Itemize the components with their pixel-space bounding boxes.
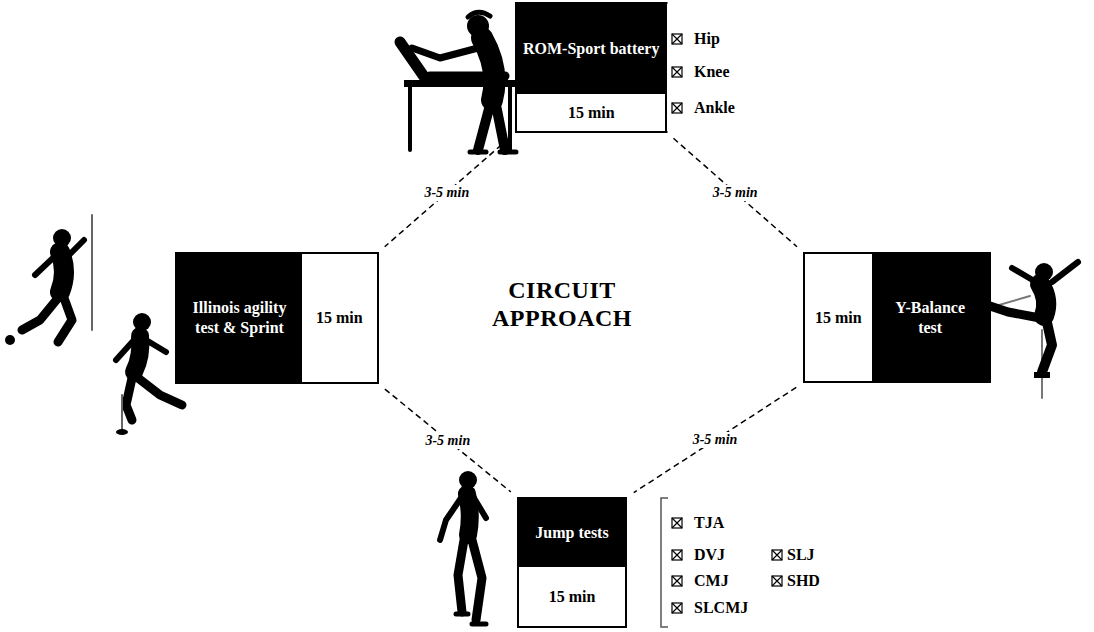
- ball: [5, 335, 15, 345]
- checkbox-symbol: [772, 550, 782, 560]
- transition-connector: [385, 138, 509, 246]
- checkbox-symbol: [672, 550, 682, 560]
- checkbox-symbol: [672, 34, 682, 44]
- examiner-cap: [468, 12, 490, 17]
- transition-connector: [634, 387, 797, 492]
- test-item: SLJ: [787, 545, 815, 565]
- agility-cone: [121, 395, 123, 432]
- station-box: ROM-Sport battery15 min: [515, 2, 667, 133]
- checkbox-symbol: [772, 576, 782, 586]
- examiner-torso: [482, 38, 494, 100]
- test-item: SLCMJ: [694, 598, 748, 618]
- cone-base: [116, 429, 128, 435]
- station-name: Jump tests: [519, 499, 625, 567]
- center-title: CIRCUIT APPROACH: [482, 276, 642, 332]
- rest-interval: 3-5 min: [710, 185, 761, 201]
- stance-platform: [1034, 372, 1050, 378]
- reach-leg: [990, 306, 1040, 318]
- checkbox-symbol: [672, 576, 682, 586]
- jumper-foot: [456, 614, 486, 624]
- rom-examiner-figure: [400, 12, 516, 152]
- checkbox-symbol: [672, 518, 682, 528]
- test-item: Knee: [694, 62, 730, 82]
- station-box: Jump tests15 min: [517, 497, 627, 628]
- transition-connector: [385, 389, 511, 492]
- station-name: ROM-Sport battery: [517, 4, 665, 94]
- balancer-arm: [1012, 262, 1078, 282]
- stance-leg: [1042, 318, 1052, 372]
- player-leg: [22, 298, 72, 342]
- jumper-figure: [440, 471, 486, 624]
- station-duration: 15 min: [517, 94, 665, 131]
- jumper-arm: [440, 498, 486, 540]
- runner-leg: [126, 378, 182, 420]
- station-box: Illinois agility test & Sprint15 min: [175, 252, 379, 384]
- station-duration: 15 min: [805, 254, 872, 381]
- test-item: Ankle: [694, 98, 735, 118]
- examiner-arm: [412, 48, 478, 58]
- player-arm: [35, 240, 84, 275]
- bracket: [661, 498, 668, 627]
- rest-interval: 3-5 min: [421, 185, 472, 201]
- checkbox-group: [672, 34, 782, 613]
- station-box: 15 minY-Balance test: [803, 252, 991, 383]
- agility-pole: [91, 215, 93, 330]
- checkbox-symbol: [672, 103, 682, 113]
- test-item: DVJ: [694, 545, 725, 565]
- player-torso: [60, 252, 64, 292]
- test-item: CMJ: [694, 571, 729, 591]
- test-item: Hip: [694, 29, 720, 49]
- test-item: TJA: [694, 513, 724, 533]
- station-name: Y-Balance test: [872, 254, 989, 381]
- balancer-torso: [1040, 284, 1046, 316]
- agility-players-figure: [5, 215, 182, 435]
- station-name: Illinois agility test & Sprint: [177, 254, 302, 382]
- rest-interval: 3-5 min: [422, 433, 473, 449]
- station-duration: 15 min: [519, 567, 625, 626]
- transition-connector: [673, 138, 797, 246]
- runner-arm: [116, 340, 166, 360]
- station-duration: 15 min: [302, 254, 377, 382]
- checkbox-symbol: [672, 603, 682, 613]
- jumper-torso: [467, 494, 470, 535]
- checkbox-symbol: [672, 67, 682, 77]
- test-item: SHD: [787, 571, 820, 591]
- examiner-leg: [478, 105, 505, 150]
- rest-interval: 3-5 min: [690, 432, 741, 448]
- jumper-leg: [458, 540, 482, 620]
